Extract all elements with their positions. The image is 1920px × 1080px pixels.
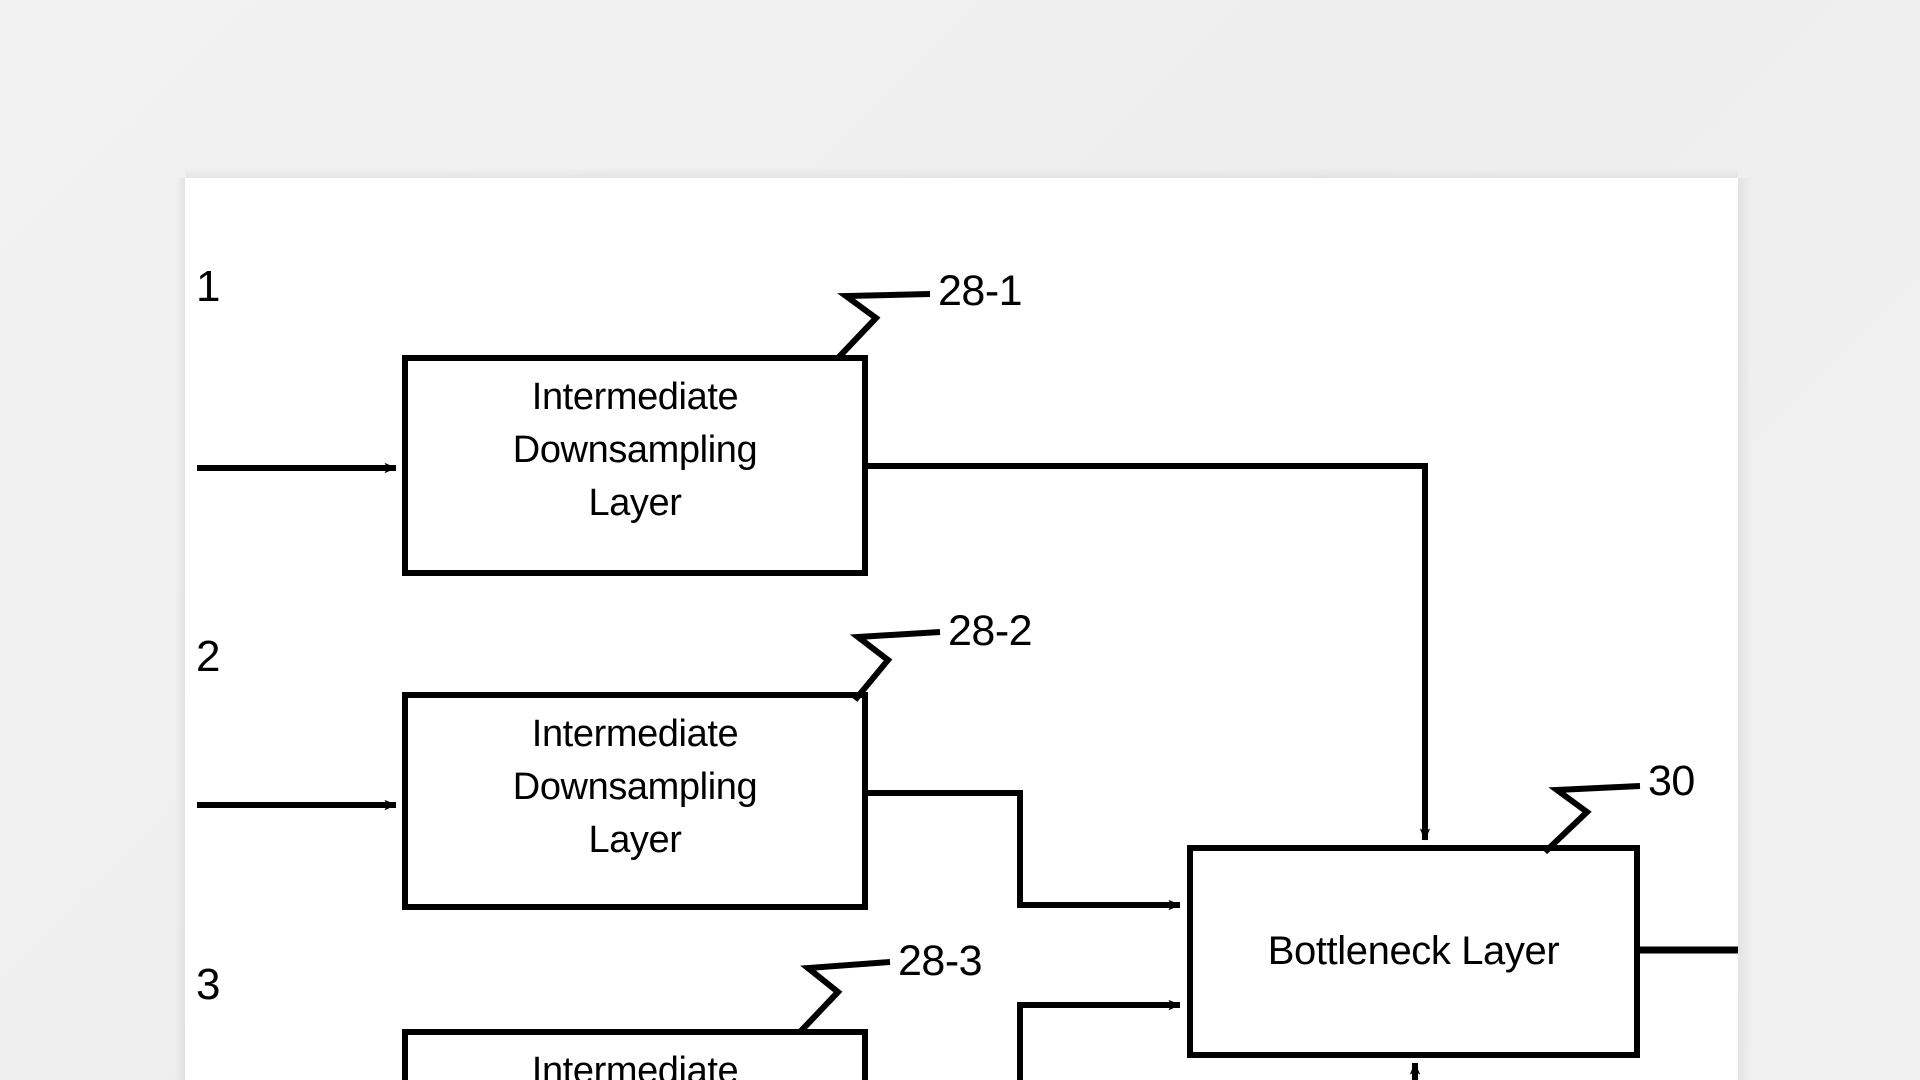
callout-leader-30 (1542, 783, 1641, 855)
link-ids2-to-bottleneck (865, 790, 1181, 911)
row-number-2: 2 (196, 632, 221, 681)
callout-leader-28-3 (797, 959, 891, 1035)
row-number-3: 3 (196, 960, 221, 1009)
callout-leader-28-2 (849, 629, 941, 702)
row-number-1: 1 (196, 262, 221, 311)
block-bottleneck-layer[interactable] (1187, 845, 1640, 1058)
block-intermediate-downsampling-layer-2[interactable] (402, 692, 868, 910)
callout-30: 30 (1648, 757, 1695, 805)
callout-28-1: 28-1 (938, 267, 1023, 315)
link-ids1-to-bottleneck (865, 463, 1431, 841)
callout-28-3: 28-3 (898, 937, 983, 985)
block-intermediate-downsampling-layer-3[interactable] (402, 1029, 868, 1080)
callout-leader-28-1 (835, 291, 931, 361)
callout-28-2: 28-2 (948, 607, 1033, 655)
link-ids3-to-bottleneck (1017, 999, 1181, 1080)
block-intermediate-downsampling-layer-1[interactable] (402, 355, 868, 576)
